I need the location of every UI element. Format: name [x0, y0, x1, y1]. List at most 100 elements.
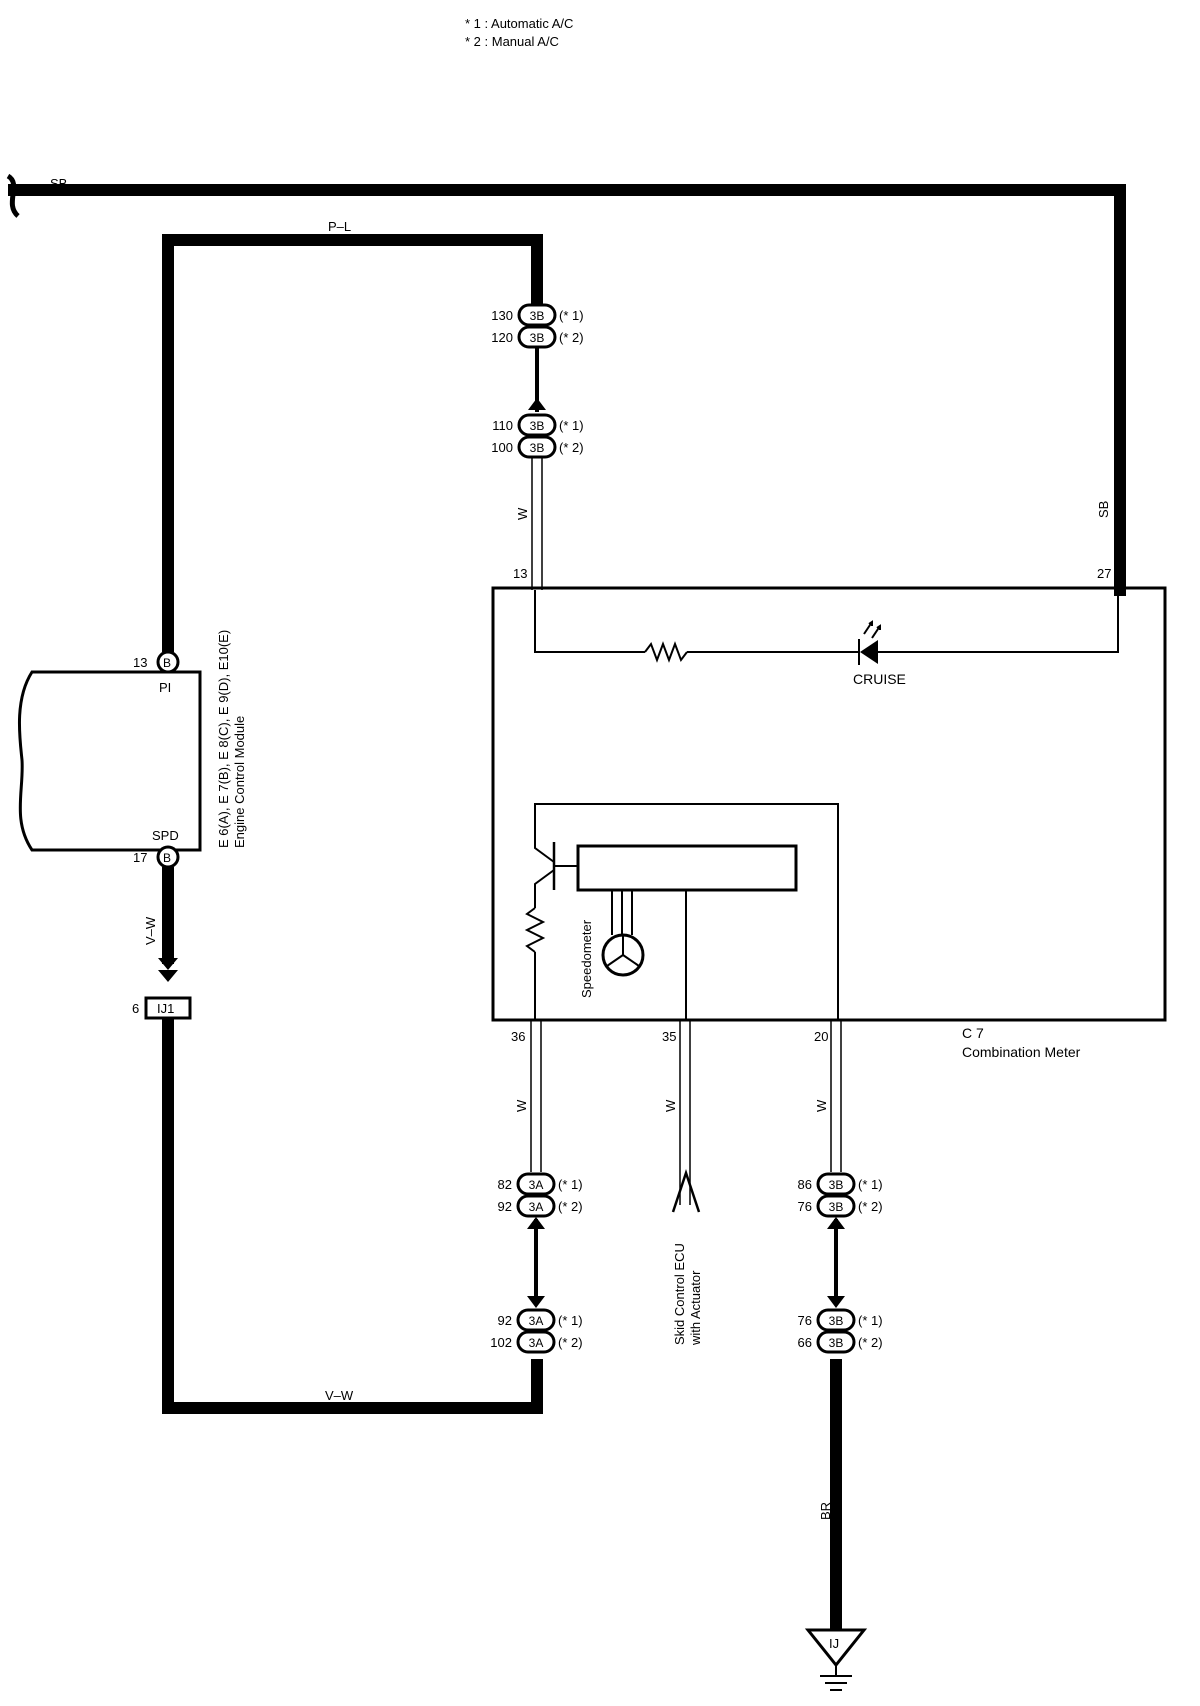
connector-oval — [517, 303, 557, 327]
connector-stack-upper: W 13 — [513, 330, 546, 590]
ground-triangle-icon — [804, 1628, 868, 1668]
ecm-pin-spd-connector — [156, 845, 180, 869]
connector-code: 3B — [530, 419, 545, 433]
connector-oval — [517, 413, 557, 437]
connector-note: (* 2) — [558, 1199, 583, 1214]
wire-sb: SB SB 27 — [6, 173, 1126, 596]
connector-oval — [516, 1308, 556, 1332]
connector-pin-number: 130 — [491, 308, 513, 323]
connector-pin-number: 86 — [798, 1177, 812, 1192]
connector-note: (* 2) — [559, 330, 584, 345]
connector-oval — [816, 1308, 856, 1332]
meter-pin-20: 20 — [814, 1029, 828, 1044]
connector-code: 3B — [829, 1200, 844, 1214]
connector-pin-connectors_20-2: 76 3B (* 1) — [798, 1308, 883, 1332]
connector-note: (* 1) — [858, 1313, 883, 1328]
connector-pin-number: 120 — [491, 330, 513, 345]
wire-vw: V–W V–W — [143, 867, 543, 1414]
resistor-icon-2 — [524, 907, 546, 953]
wire-br: BR IJ — [804, 1359, 868, 1691]
junction-ij1: 6 IJ1 — [132, 996, 192, 1020]
connector-pin-number: 102 — [490, 1335, 512, 1350]
junction-ij1-pin: 6 — [132, 1001, 139, 1016]
connector-pin-number: 100 — [491, 440, 513, 455]
connector-code: 3B — [530, 331, 545, 345]
resistor-icon — [644, 641, 688, 663]
wire-vw-left-label: V–W — [143, 916, 158, 945]
connector-pin-connectors_upper-3: 100 3B (* 2) — [491, 435, 584, 459]
connector-pin-number: 110 — [492, 418, 513, 433]
connector-pin-number: 76 — [798, 1313, 812, 1328]
connector-pin-number: 76 — [798, 1199, 812, 1214]
connector-code: 3B — [530, 309, 545, 323]
wire-pl: P–L — [162, 219, 543, 652]
connector-note: (* 2) — [559, 440, 584, 455]
ecm-pin-pi-label: PI — [159, 680, 171, 695]
connector-pin-number: 92 — [498, 1313, 512, 1328]
junction-ij1-label: IJ1 — [157, 1001, 174, 1016]
connector-code: 3A — [529, 1200, 544, 1214]
connector-oval — [816, 1194, 856, 1218]
ecm-connectors: E 6(A), E 7(B), E 8(C), E 9(D), E10(E) — [216, 630, 231, 848]
wire-w-upper-label: W — [515, 507, 530, 520]
meter-pin-13: 13 — [513, 566, 527, 581]
combination-meter: CRUISE Speedometer C 7 Combination Meter — [491, 586, 1167, 1060]
connector-pin-number: 66 — [798, 1335, 812, 1350]
meter-pin-27: 27 — [1097, 566, 1111, 581]
meter-name: Combination Meter — [962, 1044, 1081, 1060]
wire-w-35: W Skid Control ECU with Actuator — [663, 1020, 703, 1346]
meter-pin-35: 35 — [662, 1029, 676, 1044]
ground-symbol-icon — [820, 1665, 852, 1691]
connector-note: (* 1) — [858, 1177, 883, 1192]
wire-w-20: W — [814, 1020, 845, 1308]
connector-note: (* 1) — [558, 1313, 583, 1328]
ground-label: IJ — [829, 1636, 839, 1651]
legend-line-1: * 1 : Automatic A/C — [465, 16, 573, 31]
connector-note: (* 1) — [558, 1177, 583, 1192]
speedometer-label: Speedometer — [579, 919, 594, 998]
ecm-pin-spd-label: SPD — [152, 828, 179, 843]
connector-pin-connectors_36-0: 82 3A (* 1) — [498, 1172, 583, 1196]
connector-oval — [816, 1330, 856, 1354]
engine-control-module: 13 B PI SPD 17 B E 6(A), E 7(B), E 8(C),… — [17, 630, 247, 869]
chevron-up-icon — [671, 1169, 701, 1213]
connector-note: (* 2) — [858, 1199, 883, 1214]
cruise-label: CRUISE — [853, 671, 906, 687]
connector-note: (* 2) — [858, 1335, 883, 1350]
connector-oval — [517, 435, 557, 459]
connector-oval — [516, 1330, 556, 1354]
wire-sb-label-right: SB — [1096, 501, 1111, 518]
wire-w-20-label: W — [814, 1099, 829, 1112]
meter-code: C 7 — [962, 1025, 984, 1041]
connector-pin-connectors_20-1: 76 3B (* 2) — [798, 1194, 883, 1218]
speedometer-gauge — [576, 844, 798, 892]
wire-br-label: BR — [818, 1502, 833, 1520]
connector-code: 3B — [530, 441, 545, 455]
connector-code: 3B — [829, 1314, 844, 1328]
connector-oval — [816, 1172, 856, 1196]
connector-code: 3A — [529, 1178, 544, 1192]
meter-pin-36: 36 — [511, 1029, 525, 1044]
connector-oval — [516, 1172, 556, 1196]
connector-code: 3A — [529, 1336, 544, 1350]
ecm-name: Engine Control Module — [232, 716, 247, 848]
connector-note: (* 1) — [559, 418, 584, 433]
ecm-pin-pi-conn: B — [163, 656, 171, 670]
connector-pin-number: 82 — [498, 1177, 512, 1192]
skid-ecu-line-1: Skid Control ECU — [672, 1243, 687, 1345]
ecm-pin-pi-num: 13 — [133, 655, 147, 670]
wire-w-35-label: W — [663, 1099, 678, 1112]
wire-break-icon — [6, 173, 20, 218]
connector-oval — [516, 1194, 556, 1218]
ecm-pin-spd-conn: B — [163, 851, 171, 865]
wire-w-36-label: W — [514, 1099, 529, 1112]
connector-oval — [517, 325, 557, 349]
ecm-pin-spd-num: 17 — [133, 850, 147, 865]
